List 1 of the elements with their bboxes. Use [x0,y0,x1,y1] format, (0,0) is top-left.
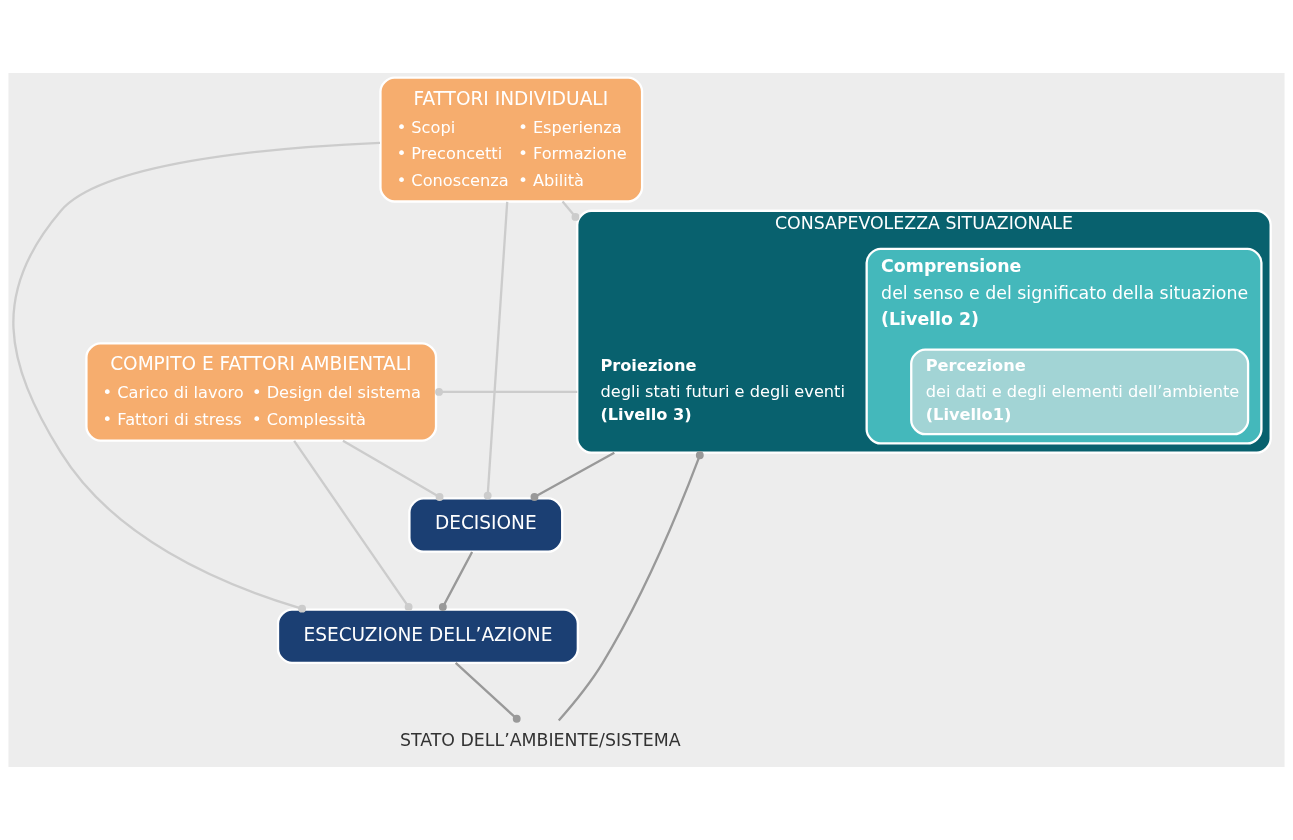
node-text: STATO DELL’AMBIENTE/SISTEMA [399,729,681,750]
